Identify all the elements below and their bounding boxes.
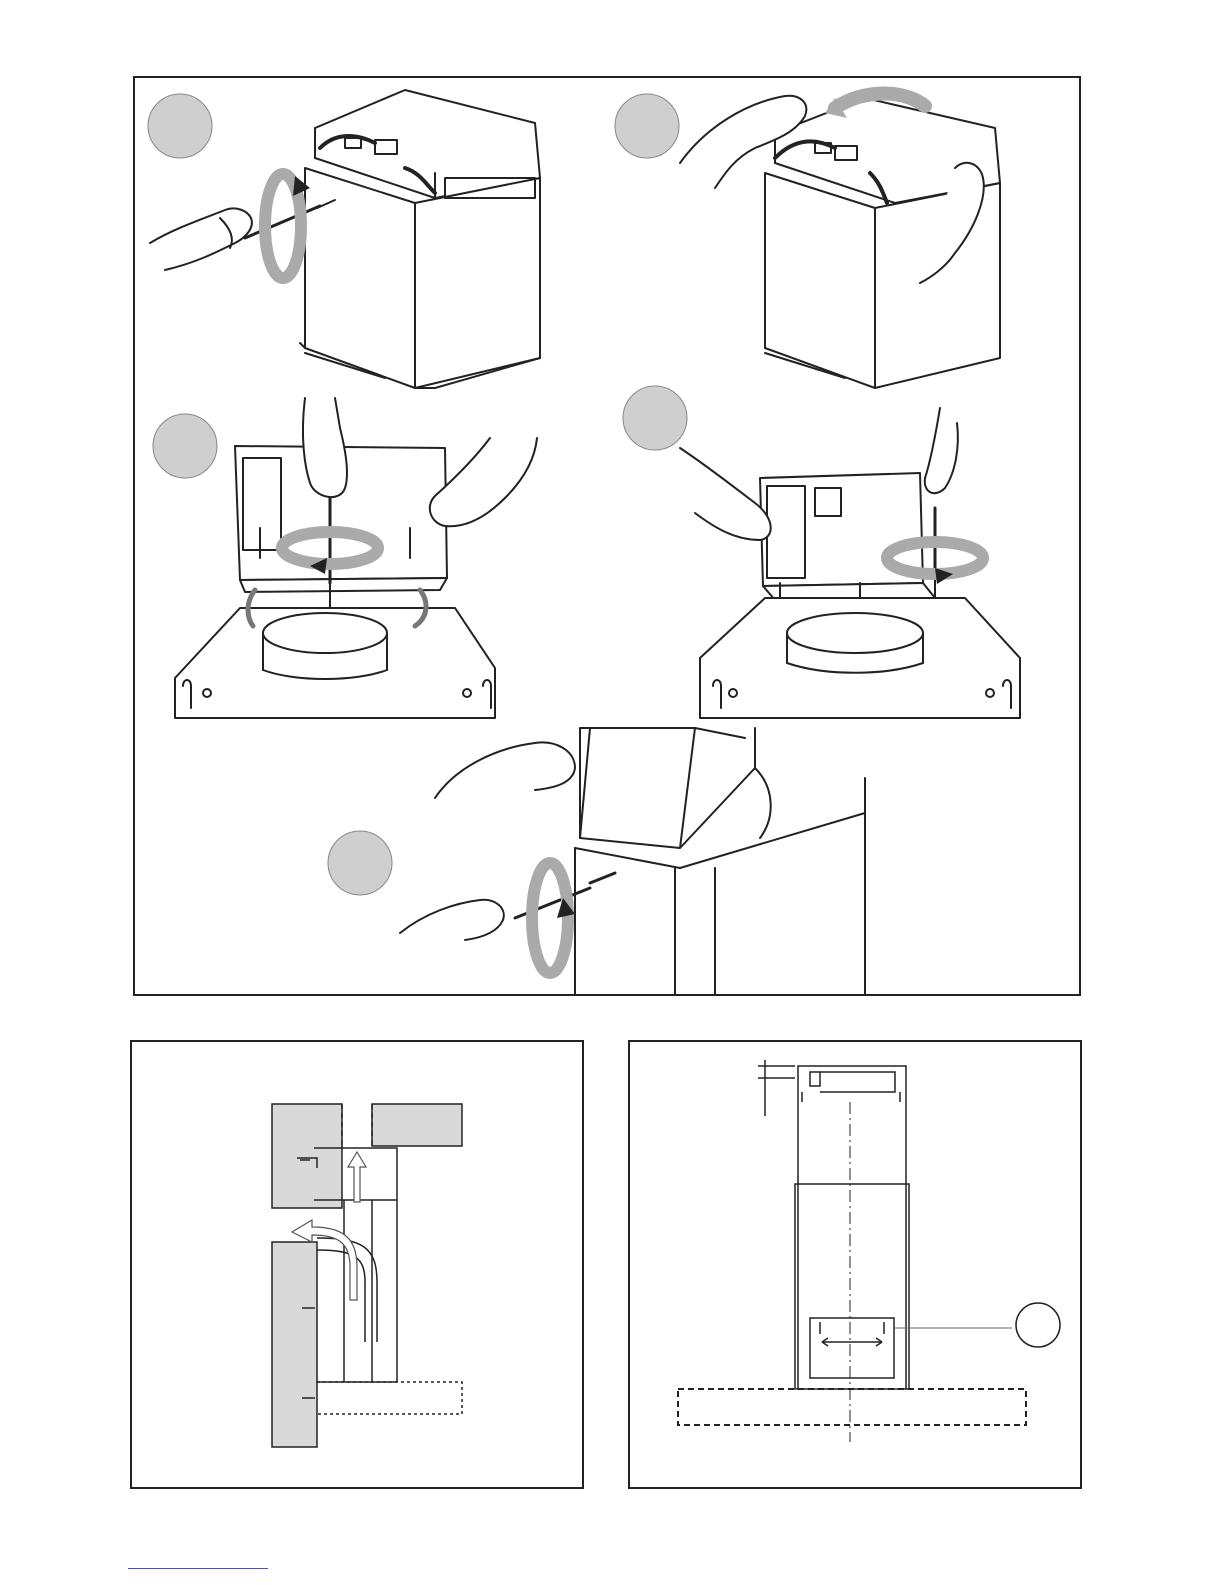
ceiling-block — [372, 1104, 462, 1146]
steps-illustration — [135, 78, 1079, 994]
step-1-badge — [148, 94, 212, 158]
chimney-panel — [628, 1040, 1082, 1489]
upper-wall — [272, 1104, 342, 1208]
step-4-badge — [623, 386, 687, 450]
hood-outline — [678, 1389, 1026, 1425]
circle-callout — [1016, 1303, 1060, 1347]
step-2-badge — [615, 94, 679, 158]
steps-panel — [133, 76, 1081, 996]
step-5-unit — [400, 728, 865, 994]
step-5-rotate-icon — [532, 863, 575, 973]
airflow-panel — [130, 1040, 584, 1489]
chimney-diagram — [630, 1042, 1080, 1487]
mounting-bracket — [810, 1318, 894, 1378]
step-5-badge — [328, 831, 392, 895]
step-2-unit — [680, 94, 1000, 389]
footer-link-underline — [128, 1568, 268, 1569]
step-3-badge — [153, 414, 217, 478]
airflow-diagram — [132, 1042, 582, 1487]
up-arrow — [348, 1152, 366, 1202]
lower-wall — [272, 1242, 317, 1447]
